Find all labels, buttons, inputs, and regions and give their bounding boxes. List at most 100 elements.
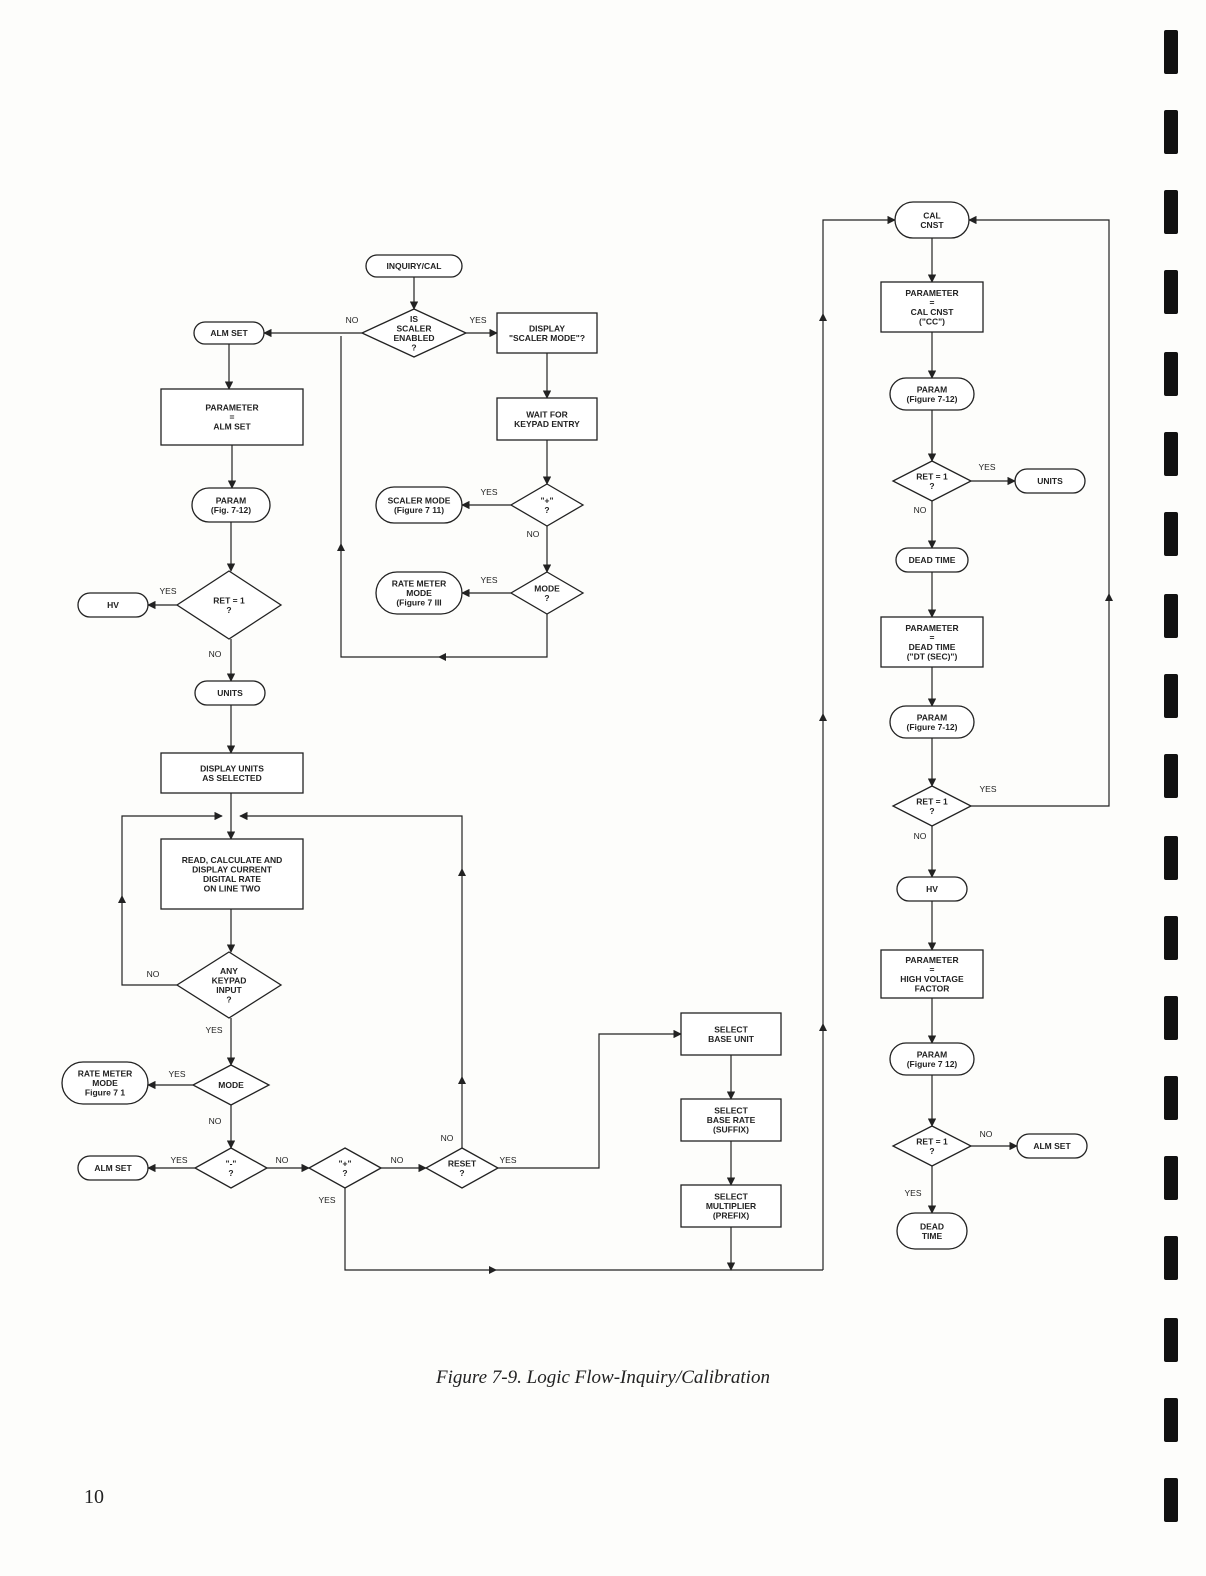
node-reset — [424, 1147, 500, 1189]
node-label: ON LINE TWO — [204, 883, 261, 893]
flow-arrow — [438, 653, 446, 661]
node-label: UNITS — [1037, 476, 1063, 486]
node-label: RATE METER — [392, 579, 447, 589]
node-label: WAIT FOR — [526, 409, 568, 419]
node-label: FACTOR — [915, 983, 950, 993]
node-disp-units — [160, 752, 304, 794]
node-inq — [365, 254, 463, 278]
node-label: AS SELECTED — [202, 773, 262, 783]
margin-bar — [1164, 512, 1178, 556]
node-label: HV — [926, 884, 938, 894]
node-label: ? — [226, 994, 231, 1004]
node-label: (Figure 7 12) — [907, 1059, 958, 1069]
node-label: HV — [107, 600, 119, 610]
node-label: PARAM — [216, 495, 247, 505]
node-label: ? — [342, 1168, 347, 1178]
margin-bar — [1164, 270, 1178, 314]
node-label: HIGH VOLTAGE — [900, 974, 964, 984]
node-label: MULTIPLIER — [706, 1201, 756, 1211]
node-label: = — [230, 412, 235, 422]
edge-label-yes: YES — [979, 784, 996, 794]
margin-bar — [1164, 1478, 1178, 1522]
node-label: RATE METER — [78, 1069, 133, 1079]
node-cal-cnst — [894, 201, 970, 239]
margin-bar — [1164, 996, 1178, 1040]
node-sel-base-rate — [680, 1098, 782, 1142]
node-label: INPUT — [216, 985, 242, 995]
node-wait — [496, 397, 598, 441]
edge-label-yes: YES — [159, 586, 176, 596]
node-label: = — [930, 964, 935, 974]
node-label: SELECT — [714, 1192, 748, 1202]
margin-bar — [1164, 30, 1178, 74]
edge-label-yes: YES — [499, 1155, 516, 1165]
node-label: ("DT (SEC)") — [907, 651, 958, 661]
margin-bar — [1164, 674, 1178, 718]
node-label: MODE — [218, 1080, 244, 1090]
margin-bar — [1164, 1318, 1178, 1362]
margin-bar — [1164, 594, 1178, 638]
edge-label-no: NO — [980, 1129, 993, 1139]
margin-bar — [1164, 916, 1178, 960]
node-label: MODE — [406, 588, 432, 598]
node-plus1 — [509, 483, 585, 527]
node-label: BASE RATE — [707, 1115, 756, 1125]
node-ret-d — [891, 1125, 973, 1167]
node-label: ALM SET — [1033, 1141, 1071, 1151]
node-any-key — [175, 951, 283, 1019]
node-label: MODE — [534, 583, 560, 593]
node-dead-time — [895, 547, 969, 573]
edge-label-yes: YES — [904, 1188, 921, 1198]
node-label: RESET — [448, 1158, 477, 1168]
node-label: RET = 1 — [916, 796, 948, 806]
node-label: Figure 7 1 — [85, 1088, 125, 1098]
edge-label-no: NO — [527, 529, 540, 539]
node-label: DIGITAL RATE — [203, 874, 261, 884]
node-param-fig-b — [889, 377, 975, 411]
node-units-left — [194, 680, 266, 706]
node-label: UNITS — [217, 688, 243, 698]
node-label: (Figure 7-12) — [906, 394, 957, 404]
node-label: ? — [929, 481, 934, 491]
edge-label-no: NO — [209, 1116, 222, 1126]
node-ret-c — [891, 785, 973, 827]
margin-bar — [1164, 1236, 1178, 1280]
edge-label-yes: YES — [978, 462, 995, 472]
node-param-hv — [880, 949, 984, 999]
node-label: ? — [929, 1146, 934, 1156]
node-label: MODE — [92, 1078, 118, 1088]
node-label: "+" — [338, 1158, 351, 1168]
node-label: PARAM — [917, 712, 948, 722]
node-label: "+" — [540, 495, 553, 505]
flow-arrow — [337, 543, 345, 551]
node-disp-scaler — [496, 312, 598, 354]
node-ret-b — [891, 460, 973, 502]
node-sel-mult — [680, 1184, 782, 1228]
node-alm-top — [193, 321, 265, 345]
node-hv-right — [896, 876, 968, 902]
connector — [344, 1188, 823, 1271]
node-label: TIME — [922, 1231, 943, 1241]
edge-label-no: NO — [276, 1155, 289, 1165]
node-param-dead — [880, 616, 984, 668]
margin-bar — [1164, 1076, 1178, 1120]
node-label: CNST — [920, 220, 944, 230]
node-label: ? — [226, 605, 231, 615]
node-label: IS — [410, 314, 418, 324]
node-label: PARAMETER — [905, 623, 958, 633]
node-label: = — [930, 297, 935, 307]
node-label: ? — [459, 1168, 464, 1178]
node-mode2 — [191, 1064, 271, 1106]
edge-label-no: NO — [209, 649, 222, 659]
node-label: PARAM — [917, 1049, 948, 1059]
edge-label-yes: YES — [205, 1025, 222, 1035]
margin-bar — [1164, 110, 1178, 154]
node-label: INQUIRY/CAL — [387, 261, 442, 271]
node-label: "SCALER MODE"? — [509, 333, 585, 343]
connector — [498, 1029, 682, 1169]
edge-label-yes: YES — [480, 575, 497, 585]
node-label: KEYPAD ENTRY — [514, 419, 580, 429]
node-label: ALM SET — [213, 422, 251, 432]
node-label: READ, CALCULATE AND — [182, 855, 283, 865]
